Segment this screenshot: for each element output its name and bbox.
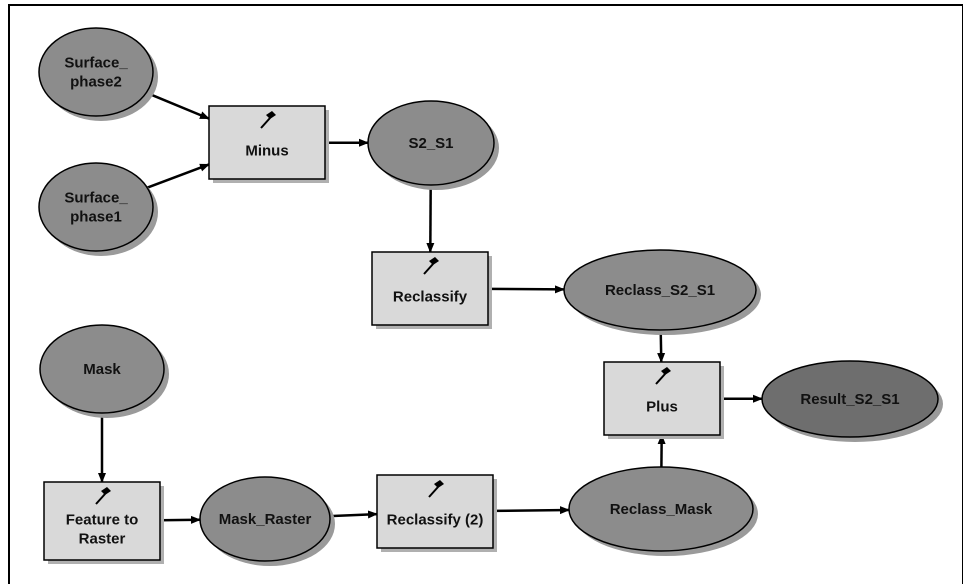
node-shape [563,249,757,331]
node-label: Mask_Raster [219,511,312,528]
node-shape [371,251,489,326]
hammer-icon [95,487,111,505]
node-label: Minus [245,143,288,160]
hammer-icon [423,257,439,275]
node-label: phase1 [70,209,122,226]
node-reclassify[interactable]: Reclassify [371,251,492,329]
hammer-icon [655,367,671,385]
node-shape [199,476,331,562]
node-shape [761,360,939,438]
edge-reclassify_2-to-reclass_mask [492,506,570,515]
node-s2-s1[interactable]: S2_S1 [367,100,499,190]
node-shape [38,27,154,117]
node-shape [38,162,154,252]
node-result-s2-s1[interactable]: Result_S2_S1 [761,360,943,442]
edge-reclassify-to-reclass_s2_s1 [487,285,565,294]
edge-feature_to_raster-to-mask_raster [159,515,201,524]
node-shape [39,324,165,414]
node-shape [376,474,494,549]
node-reclass-mask[interactable]: Reclass_Mask [568,466,758,556]
node-label: Surface_ [64,55,128,72]
node-minus[interactable]: Minus [208,105,329,183]
edges [98,91,763,524]
node-label: phase2 [70,74,122,91]
node-label: Result_S2_S1 [800,391,899,408]
node-reclassify-2[interactable]: Reclassify (2) [376,474,497,552]
node-label: Surface_ [64,190,128,207]
node-reclass-s2-s1[interactable]: Reclass_S2_S1 [563,249,761,335]
node-label: Reclass_S2_S1 [605,282,715,299]
node-label: Mask [83,361,121,378]
node-shape [603,361,721,436]
node-surface-phase2[interactable]: Surface_ phase2 [38,27,158,121]
diagram-frame [8,4,963,584]
edge-mask_raster-to-reclassify_2 [329,510,378,519]
node-feature-to-raster[interactable]: Feature to Raster [43,481,164,564]
node-label: Plus [646,399,678,416]
node-surface-phase1[interactable]: Surface_ phase1 [38,162,158,256]
node-mask[interactable]: Mask [39,324,169,418]
node-label: Raster [79,531,126,548]
node-shape [43,481,161,561]
node-mask-raster[interactable]: Mask_Raster [199,476,335,566]
hammer-icon [260,111,276,129]
node-shape [367,100,495,186]
node-plus[interactable]: Plus [603,361,724,439]
node-label: Feature to [66,512,139,529]
node-label: Reclassify (2) [387,512,484,529]
edge-surface_phase1-to-minus [146,163,210,189]
edge-reclass_s2_s1-to-plus [657,329,666,363]
hammer-icon [428,480,444,498]
node-label: Reclassify [393,289,468,306]
node-shape [208,105,326,180]
node-label: S2_S1 [408,135,453,152]
edge-surface_phase2-to-minus [145,91,210,120]
node-shape [568,466,754,552]
node-label: Reclass_Mask [610,501,713,518]
